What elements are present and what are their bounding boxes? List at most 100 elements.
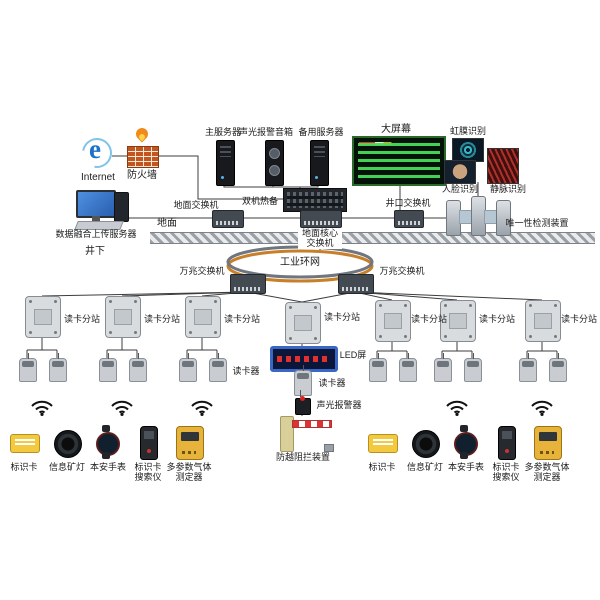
card-reader-icon: [519, 353, 537, 382]
card-reader-icon: [129, 353, 147, 382]
data-fusion-server-label: 数据融合上传服务器: [55, 229, 137, 239]
miner-lamp-label: 信息矿灯: [406, 462, 443, 472]
card-substation-icon: [440, 300, 476, 342]
card-reader-icon: [294, 365, 312, 396]
vein-image-icon: [487, 148, 519, 184]
gas-detector-label: 多参数气体测定器: [524, 462, 570, 483]
main-server-icon: [216, 140, 235, 186]
backup-server-label: 备用服务器: [298, 127, 344, 137]
firewall-icon: [127, 146, 159, 168]
led-screen-icon: [270, 346, 338, 372]
card-searcher-label: 标识卡搜索仪: [134, 462, 162, 483]
barrier-arm-icon: [292, 420, 332, 428]
wellhead-switch-icon: [394, 210, 424, 228]
upload-server-tower-icon: [114, 192, 129, 222]
id-card-label: 标识卡: [368, 462, 396, 472]
miner-lamp-icon: [412, 430, 440, 458]
big-screen-text-rows: [358, 143, 440, 180]
card-substation-label: 读卡分站: [410, 314, 447, 324]
card-substation-label: 读卡分站: [63, 314, 100, 324]
card-reader-label: 读卡器: [318, 378, 346, 388]
gas-detector-label: 多参数气体测定器: [166, 462, 212, 483]
backup-server-icon: [310, 140, 329, 186]
dual-hot-standby-rack-icon: [283, 188, 347, 212]
card-reader-label: 读卡器: [232, 366, 260, 376]
wifi-signal-icon: [111, 400, 133, 416]
main-server-label: 主服务器: [204, 127, 241, 137]
card-substation-label: 读卡分站: [478, 314, 515, 324]
card-substation-icon: [375, 300, 411, 342]
card-searcher-icon: [140, 426, 158, 460]
card-reader-icon: [434, 353, 452, 382]
gas-detector-icon: [534, 426, 562, 460]
safe-watch-label: 本安手表: [89, 462, 126, 472]
wellhead-switch-label: 井口交换机: [385, 198, 431, 208]
watch-strap-icon: [460, 425, 468, 432]
internet-icon: e: [76, 132, 118, 174]
card-substation-label: 读卡分站: [143, 314, 180, 324]
surface-label: 地面: [157, 218, 177, 229]
watch-strap-icon: [102, 425, 110, 432]
barrier-device-icon: [272, 416, 334, 452]
card-substation-icon: [285, 302, 321, 344]
gas-detector-icon: [176, 426, 204, 460]
barrier-post-icon: [280, 416, 294, 452]
card-substation-icon: [25, 296, 61, 338]
upload-server-monitor-icon: [76, 190, 116, 221]
safe-watch-icon: [96, 432, 120, 456]
flame-icon: [135, 128, 149, 146]
underground-label: 井下: [85, 246, 105, 257]
ground-switch-label: 地面交换机: [173, 200, 219, 210]
ten-gig-switch-left-icon: [230, 274, 266, 294]
barrier-device-label: 防越阻拦装置: [275, 452, 330, 462]
big-screen-label: 大屏幕: [381, 124, 411, 135]
card-substation-icon: [105, 296, 141, 338]
audio-visual-alarm-icon: [295, 390, 311, 415]
alarm-speaker-icon: [265, 140, 284, 186]
barrier-foot-icon: [324, 444, 334, 452]
card-searcher-icon: [498, 426, 516, 460]
wifi-signal-icon: [31, 400, 53, 416]
ten-gig-switch-left-label: 万兆交换机: [179, 266, 225, 276]
ten-gig-switch-right-label: 万兆交换机: [379, 266, 425, 276]
internet-label: Internet: [81, 172, 115, 183]
wifi-signal-icon: [531, 400, 553, 416]
id-card-icon: [368, 434, 398, 453]
card-reader-icon: [369, 353, 387, 382]
ground-switch-icon: [212, 210, 244, 228]
dual-hot-standby-label: 双机热备: [241, 196, 278, 206]
watch-strap-icon: [102, 452, 110, 459]
card-reader-icon: [399, 353, 417, 382]
industrial-ring-label: 工业环网: [276, 257, 324, 269]
card-reader-icon: [179, 353, 197, 382]
id-card-icon: [10, 434, 40, 453]
internet-e-glyph: e: [89, 134, 101, 164]
card-reader-icon: [464, 353, 482, 382]
iris-recognition-label: 虹膜识别: [449, 126, 486, 136]
card-searcher-label: 标识卡搜索仪: [492, 462, 520, 483]
miner-lamp-label: 信息矿灯: [48, 462, 85, 472]
miner-lamp-icon: [54, 430, 82, 458]
card-reader-icon: [209, 353, 227, 382]
led-screen-label: LED屏: [339, 350, 367, 360]
iris-image-icon: [452, 138, 484, 162]
vein-recognition-label: 静脉识别: [489, 184, 526, 194]
card-substation-label: 读卡分站: [323, 312, 360, 322]
firewall-label: 防火墙: [127, 170, 157, 181]
watch-strap-icon: [460, 452, 468, 459]
card-reader-icon: [49, 353, 67, 382]
uniqueness-detector-icon: [446, 196, 511, 236]
wifi-signal-icon: [446, 400, 468, 416]
ten-gig-switch-right-icon: [338, 274, 374, 294]
card-substation-label: 读卡分站: [223, 314, 260, 324]
big-screen-icon: [352, 136, 446, 186]
wifi-signal-icon: [191, 400, 213, 416]
card-substation-label: 读卡分站: [560, 314, 597, 324]
ground-core-switch-label: 地面核心交换机: [298, 228, 342, 249]
ground-core-switch-icon: [300, 210, 342, 228]
card-reader-icon: [19, 353, 37, 382]
face-recognition-label: 人脸识别: [441, 184, 478, 194]
audio-visual-alarm-label: 声光报警器: [316, 400, 362, 410]
